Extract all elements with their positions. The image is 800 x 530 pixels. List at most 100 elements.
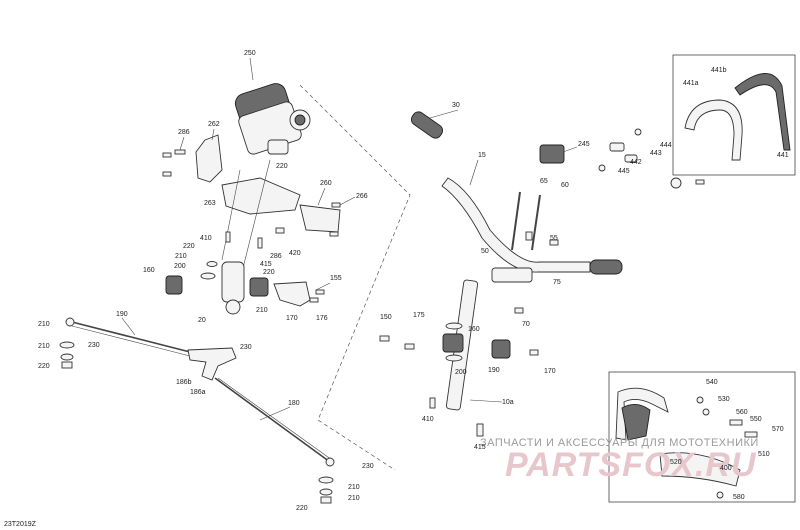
mount-bracket-left[interactable] [195,134,223,183]
label-190[interactable]: 190 [116,311,128,318]
switch-housing[interactable] [539,144,565,164]
label-286[interactable]: 286 [178,129,190,136]
part-labels: 250 286 262 220 263 260 266 420 410 220 … [38,50,789,512]
label-220-c[interactable]: 220 [263,269,275,276]
label-410[interactable]: 410 [200,235,212,242]
label-263[interactable]: 263 [204,200,216,207]
tie-rod-end-right[interactable] [325,457,335,467]
document-id: 23T2019Z [4,521,37,528]
label-70[interactable]: 70 [522,321,530,328]
label-262[interactable]: 262 [208,121,220,128]
bushing-right[interactable] [249,277,269,297]
label-15[interactable]: 15 [478,152,486,159]
label-441[interactable]: 441 [777,152,789,159]
label-220-b[interactable]: 220 [183,243,195,250]
label-65[interactable]: 65 [540,178,548,185]
label-420[interactable]: 420 [289,250,301,257]
label-220[interactable]: 220 [276,163,288,170]
watermark-caption: ЗАПЧАСТИ И АКСЕССУАРЫ ДЛЯ МОТОТЕХНИКИ [480,437,759,449]
label-190-b[interactable]: 190 [488,367,500,374]
label-540[interactable]: 540 [706,379,718,386]
label-530[interactable]: 530 [718,396,730,403]
label-415[interactable]: 415 [260,261,272,268]
label-441b[interactable]: 441b [711,67,727,74]
hand-guard-lower[interactable] [659,452,741,487]
riser-clamp[interactable] [491,267,533,283]
label-210-d[interactable]: 210 [38,343,50,350]
label-75[interactable]: 75 [553,279,561,286]
label-50[interactable]: 50 [481,248,489,255]
label-245[interactable]: 245 [578,141,590,148]
clamp-plate[interactable] [299,204,341,233]
cable-clip[interactable] [609,142,625,152]
clamp-bracket[interactable] [273,281,311,307]
label-170-b[interactable]: 170 [544,368,556,375]
leader-lines [121,57,578,421]
label-180[interactable]: 180 [288,400,300,407]
label-570[interactable]: 570 [772,426,784,433]
label-10a[interactable]: 10a [502,399,514,406]
bushing-left[interactable] [165,275,183,295]
label-200-b[interactable]: 200 [455,369,467,376]
inset-hand-guard [608,371,796,503]
label-60[interactable]: 60 [561,182,569,189]
label-210-e[interactable]: 210 [348,484,360,491]
column-housing[interactable] [221,261,245,303]
label-55[interactable]: 55 [550,235,558,242]
label-160-b[interactable]: 160 [468,326,480,333]
label-160[interactable]: 160 [143,267,155,274]
label-230[interactable]: 230 [88,342,100,349]
label-444[interactable]: 444 [660,142,672,149]
label-210-f[interactable]: 210 [348,495,360,502]
label-250[interactable]: 250 [244,50,256,57]
label-266[interactable]: 266 [356,193,368,200]
label-150[interactable]: 150 [380,314,392,321]
label-155[interactable]: 155 [330,275,342,282]
label-175[interactable]: 175 [413,312,425,319]
label-510[interactable]: 510 [758,451,770,458]
label-210-c[interactable]: 210 [38,321,50,328]
label-200[interactable]: 200 [174,263,186,270]
label-520[interactable]: 520 [670,459,682,466]
label-176[interactable]: 176 [316,315,328,322]
grip-left[interactable] [409,110,445,141]
label-443[interactable]: 443 [650,150,662,157]
label-286-b[interactable]: 286 [270,253,282,260]
column-bushing[interactable] [442,333,464,353]
pitman-arm[interactable] [187,347,237,381]
label-441a[interactable]: 441a [683,80,699,87]
label-210[interactable]: 210 [175,253,187,260]
tie-rod-end-left[interactable] [65,317,75,327]
handlebar-assembly [379,110,705,437]
label-580[interactable]: 580 [733,494,745,501]
label-260[interactable]: 260 [320,180,332,187]
label-410-b[interactable]: 410 [422,416,434,423]
label-442[interactable]: 442 [630,159,642,166]
label-20[interactable]: 20 [198,317,206,324]
hand-guard-bar[interactable] [734,73,791,151]
label-560[interactable]: 560 [736,409,748,416]
column-bushing-right[interactable] [491,339,511,359]
label-400[interactable]: 400 [720,465,732,472]
tie-rod-assembly [59,317,335,504]
label-550[interactable]: 550 [750,416,762,423]
inset-box-bottom [608,371,796,503]
label-220-d[interactable]: 220 [38,363,50,370]
label-220-e[interactable]: 220 [296,505,308,512]
label-445[interactable]: 445 [618,168,630,175]
label-30[interactable]: 30 [452,102,460,109]
label-415-b[interactable]: 415 [474,444,486,451]
power-steering-unit[interactable] [233,81,311,156]
label-170[interactable]: 170 [286,315,298,322]
label-230-b[interactable]: 230 [240,344,252,351]
hand-guard-cover[interactable] [684,99,743,161]
label-230-c[interactable]: 230 [362,463,374,470]
label-186b[interactable]: 186b [176,379,192,386]
inset-box-top [672,54,796,176]
grip-right[interactable] [589,259,623,275]
hand-guard-left[interactable] [615,387,669,441]
label-186a[interactable]: 186a [190,389,206,396]
handlebar[interactable] [441,177,591,273]
label-210-b[interactable]: 210 [256,307,268,314]
